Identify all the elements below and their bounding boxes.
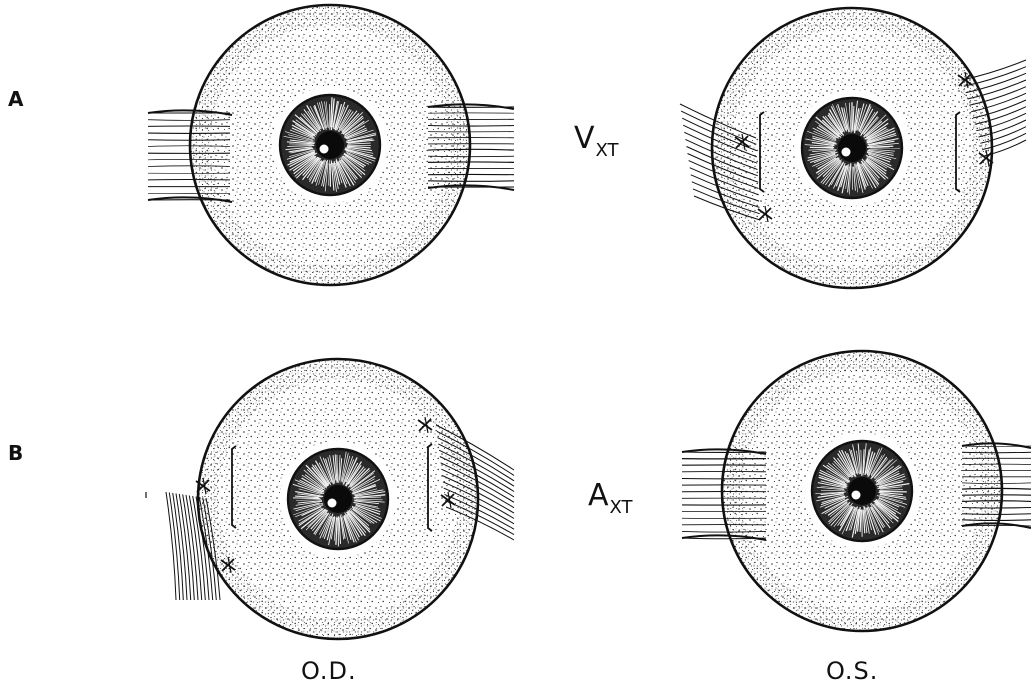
pupil bbox=[848, 477, 876, 505]
pupil-highlight bbox=[320, 145, 329, 154]
pupil-highlight bbox=[852, 491, 861, 500]
pupil bbox=[838, 134, 866, 162]
column-label-right-eye: O.D. bbox=[301, 659, 357, 683]
row-label-b: B bbox=[8, 443, 23, 463]
condition-label-v-pattern: VXT bbox=[574, 124, 619, 154]
column-label-left-eye: O.S. bbox=[826, 659, 878, 683]
pupil bbox=[316, 131, 344, 159]
pupil bbox=[324, 485, 352, 513]
condition-subscript: XT bbox=[610, 497, 633, 518]
pupil-highlight bbox=[842, 148, 851, 157]
condition-main: A bbox=[588, 478, 609, 513]
condition-main: V bbox=[574, 121, 595, 156]
pupil-highlight bbox=[328, 499, 337, 508]
eye-a-left bbox=[680, 8, 1026, 288]
eye-b-right bbox=[166, 359, 514, 639]
row-label-a: A bbox=[8, 89, 23, 109]
eye-b-left bbox=[682, 351, 1031, 631]
eye-a-right bbox=[148, 5, 514, 285]
condition-subscript: XT bbox=[596, 140, 619, 161]
condition-label-a-pattern: AXT bbox=[588, 481, 633, 511]
